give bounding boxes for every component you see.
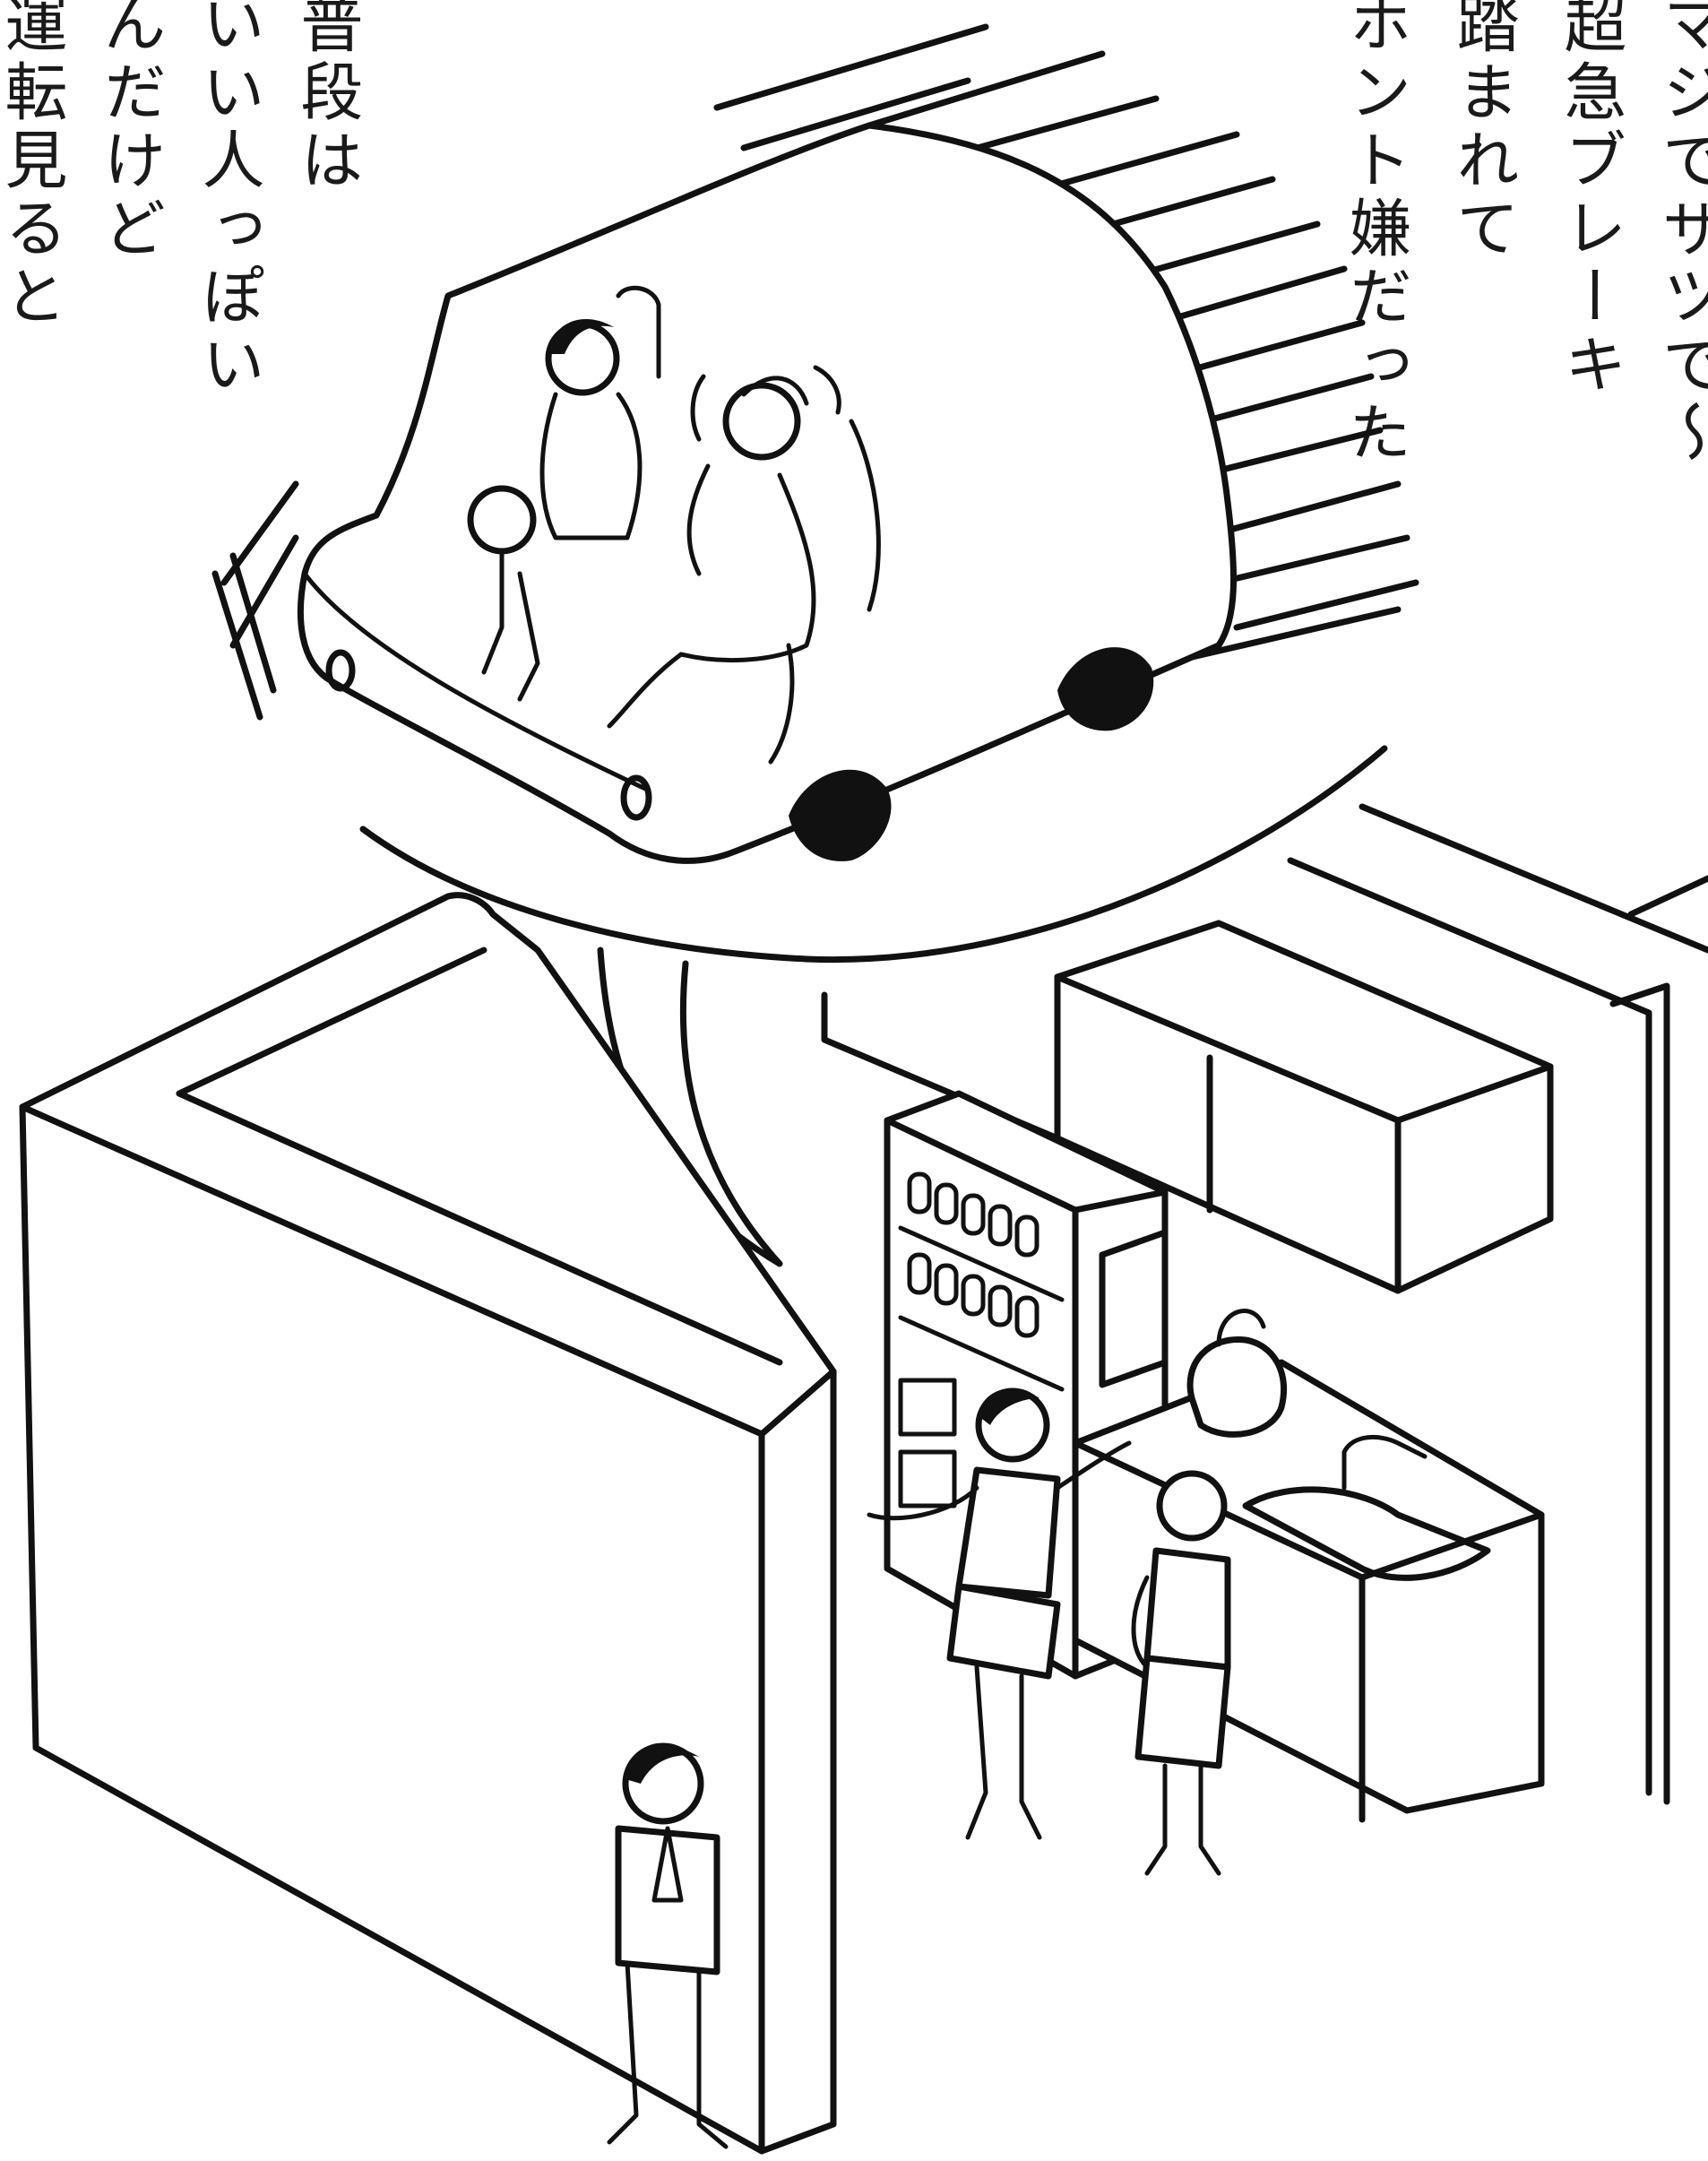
woman-listening (1131, 1470, 1231, 1876)
left-caption-line-3: いい人っぽい (192, 0, 265, 400)
right-caption-line-2: 踏まれて (1446, 0, 1520, 264)
man-standing (607, 1742, 729, 2149)
left-caption-line-1: 運転見ると (0, 0, 68, 332)
left-caption-line-4: 普段は (290, 0, 364, 195)
left-caption-line-2: んだけど (93, 0, 167, 264)
car (211, 122, 1238, 864)
back-wall (1287, 803, 1708, 1805)
right-caption-line-4: マジでザツで〜 (1652, 0, 1708, 468)
right-caption-line-1: ホント嫌だった (1339, 0, 1412, 468)
speech-bubble (359, 745, 1388, 1267)
car-passengers (467, 285, 881, 765)
woman-talking (867, 1387, 1132, 1840)
right-caption-line-3: 超急ブレーキ (1554, 0, 1627, 400)
